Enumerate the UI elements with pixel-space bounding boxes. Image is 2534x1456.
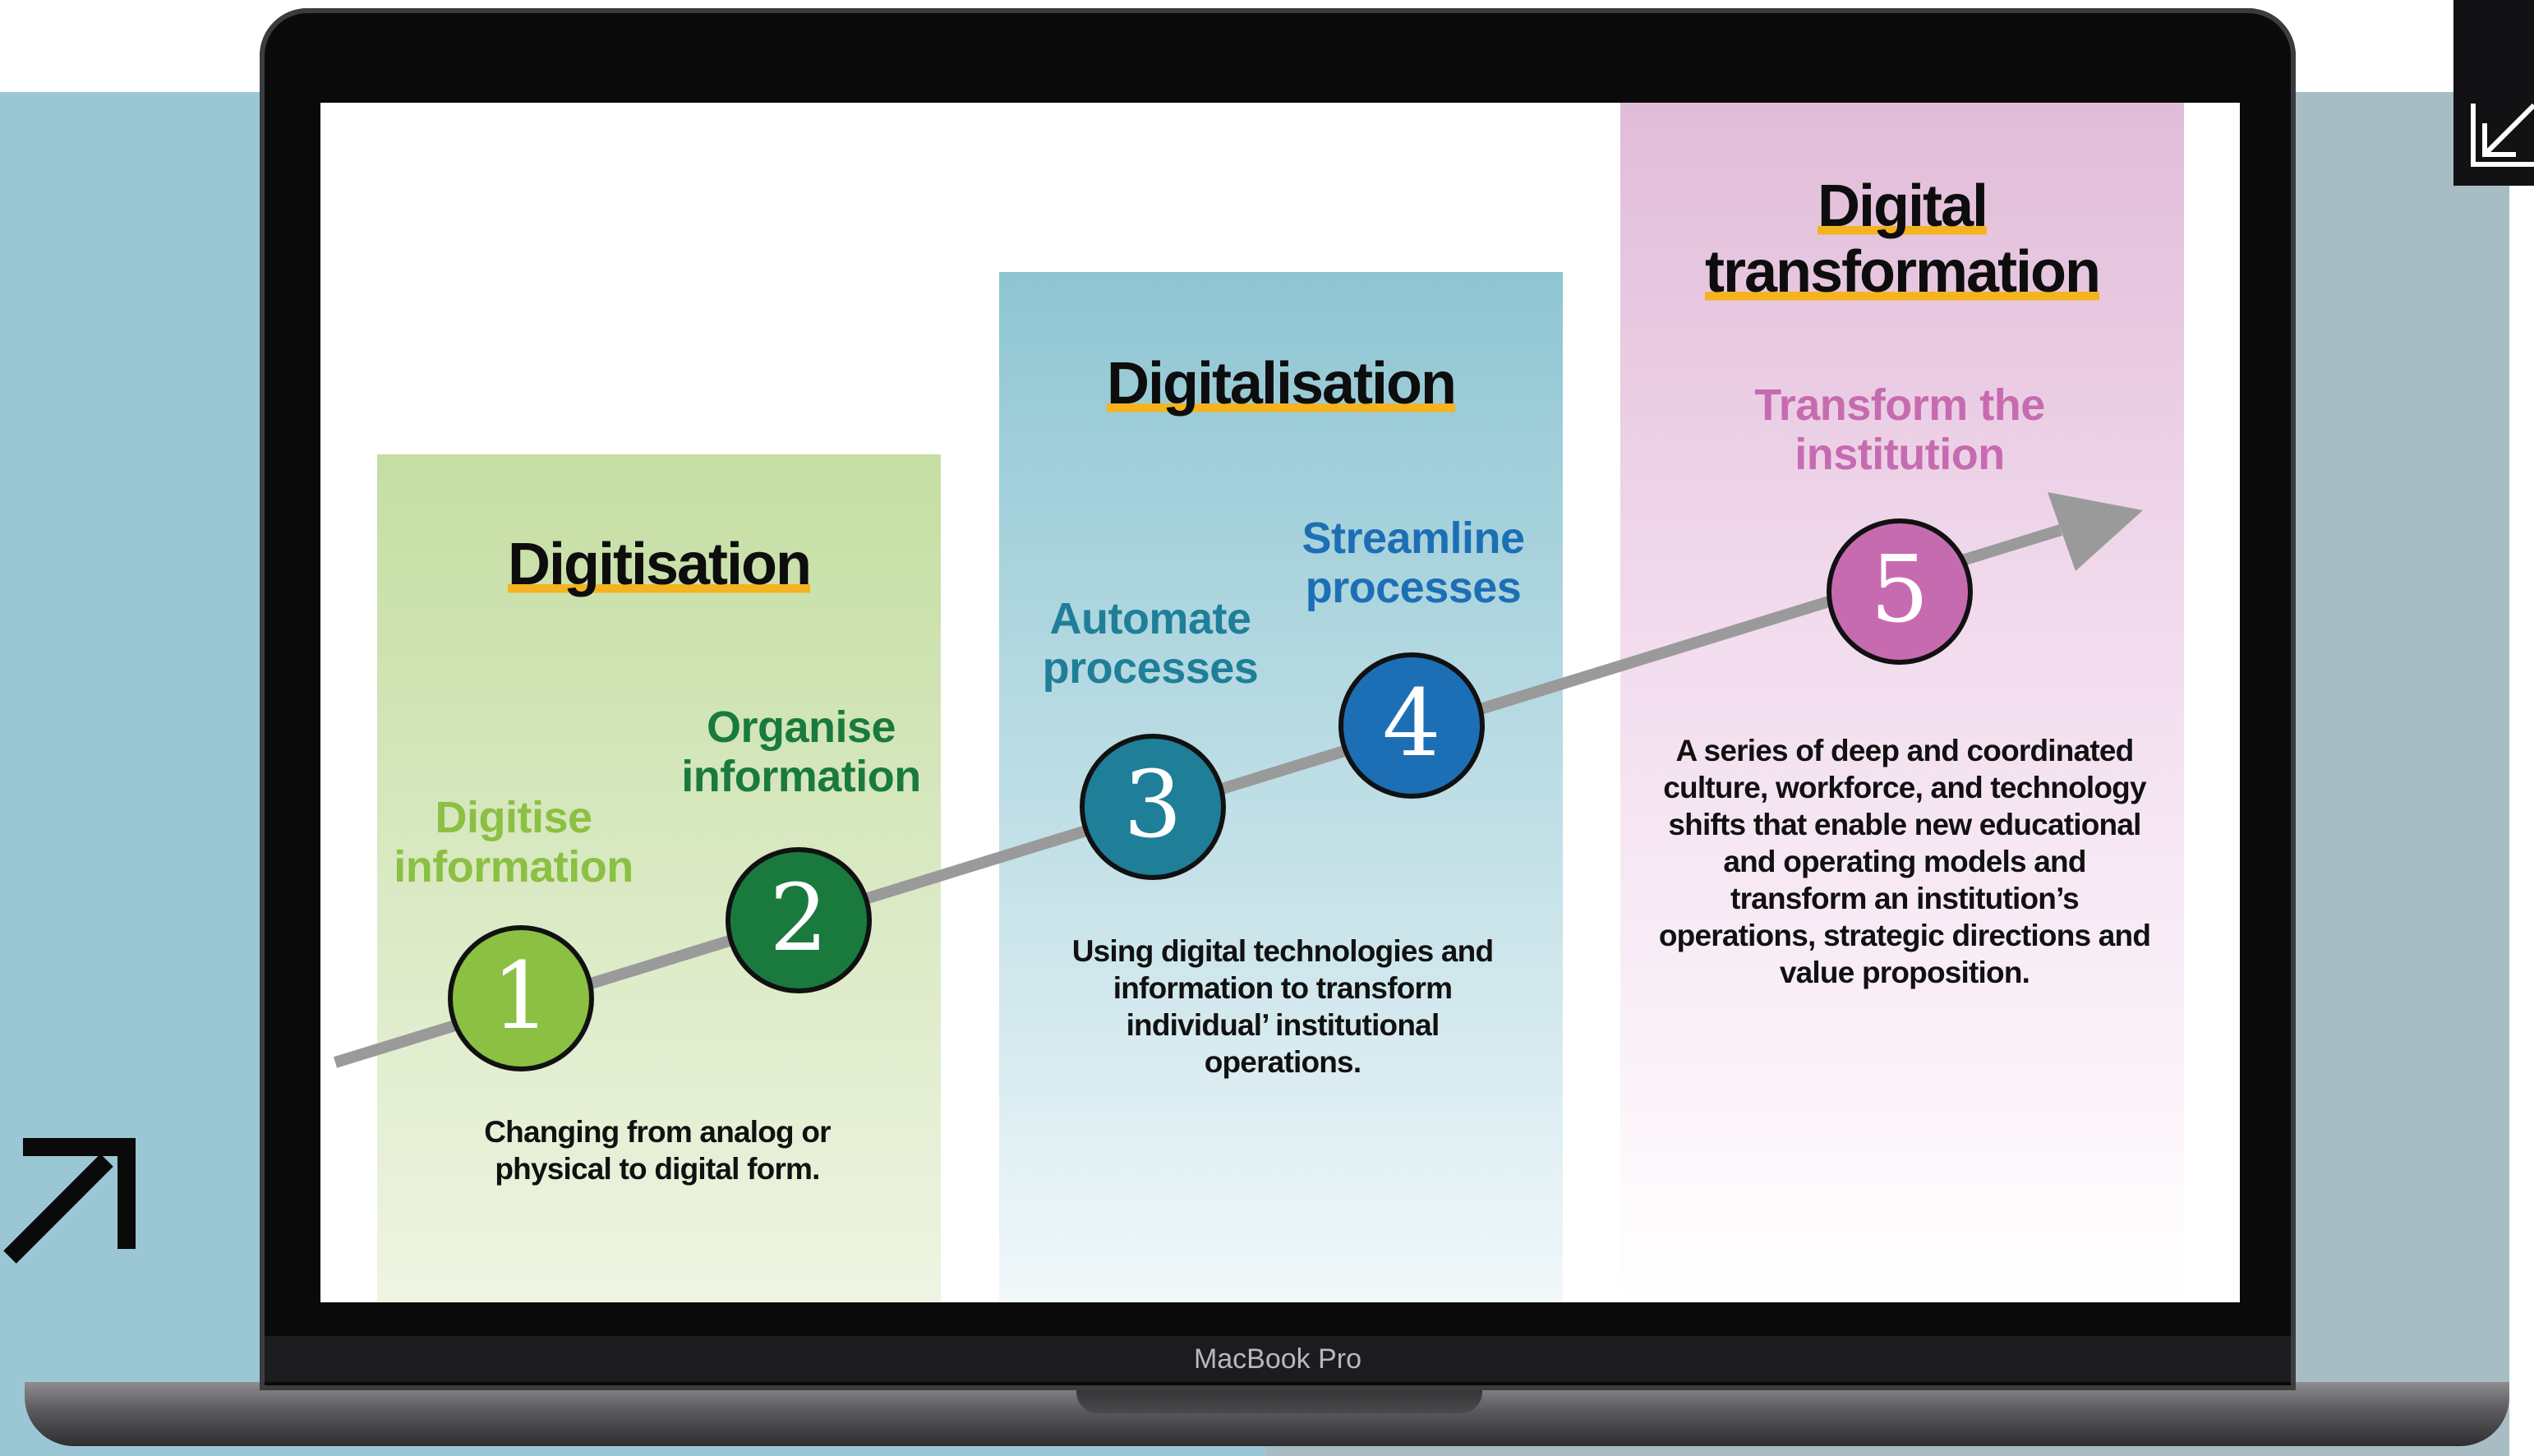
step-label: Organise information [681,703,921,801]
step-node-1: 1 [448,925,594,1071]
stage-title: Digitisation [508,532,812,597]
step-number: 5 [1870,537,1928,643]
stage-description: Using digital technologies and informati… [1071,934,1494,1079]
step-label: Streamline processes [1302,514,1525,612]
step-label: Automate processes [1042,594,1259,693]
stage-title: Digital transformation [1704,173,2101,305]
stage-description: Changing from analog or physical to digi… [484,1115,831,1186]
progression-arrowhead [2048,492,2143,571]
arrow-up-right-icon [3,1138,136,1264]
step-number: 2 [769,865,827,972]
device-label: MacBook Pro [1193,1343,1362,1375]
arrow-down-left-icon [2471,103,2534,167]
stage-description: A series of deep and coordinated culture… [1658,734,2151,989]
step-number: 4 [1382,670,1440,777]
step-label: Transform the institution [1754,380,2045,479]
laptop-chin [265,1336,2291,1382]
step-node-5: 5 [1827,518,1973,665]
step-node-3: 3 [1080,734,1226,880]
step-node-4: 4 [1338,652,1485,799]
step-label: Digitise information [394,793,634,892]
step-number: 1 [491,943,550,1050]
progression-diagram: 1 2 3 4 5 [333,492,2143,1071]
laptop-screen: Digitisation Digitalisation Digital tran… [320,103,2240,1302]
step-node-2: 2 [726,847,872,993]
step-number: 3 [1123,752,1182,859]
stage-title: Digitalisation [1106,351,1457,417]
